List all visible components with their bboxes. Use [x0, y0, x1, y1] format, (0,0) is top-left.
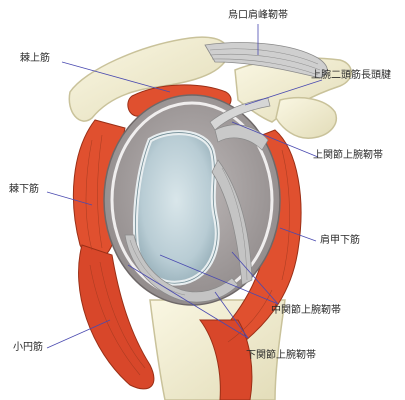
label-middle-glenohumeral-ligament: 中関節上腕靭帯: [271, 305, 341, 317]
acromion-lower: [276, 98, 336, 138]
label-inferior-glenohumeral-ligament: 下関節上腕靭帯: [246, 350, 316, 362]
label-teres-minor: 小円筋: [13, 342, 43, 354]
label-coracoacromial-ligament: 烏口肩峰靭帯: [228, 10, 288, 22]
label-subscapularis: 肩甲下筋: [320, 235, 360, 247]
label-supraspinatus: 棘上筋: [20, 53, 50, 65]
label-long-head-biceps-tendon: 上腕二頭筋長頭腱: [311, 70, 391, 82]
label-infraspinatus: 棘下筋: [9, 184, 39, 196]
label-superior-glenohumeral-ligament: 上関節上腕靭帯: [313, 150, 383, 162]
glenoid-cartilage: [136, 133, 218, 284]
